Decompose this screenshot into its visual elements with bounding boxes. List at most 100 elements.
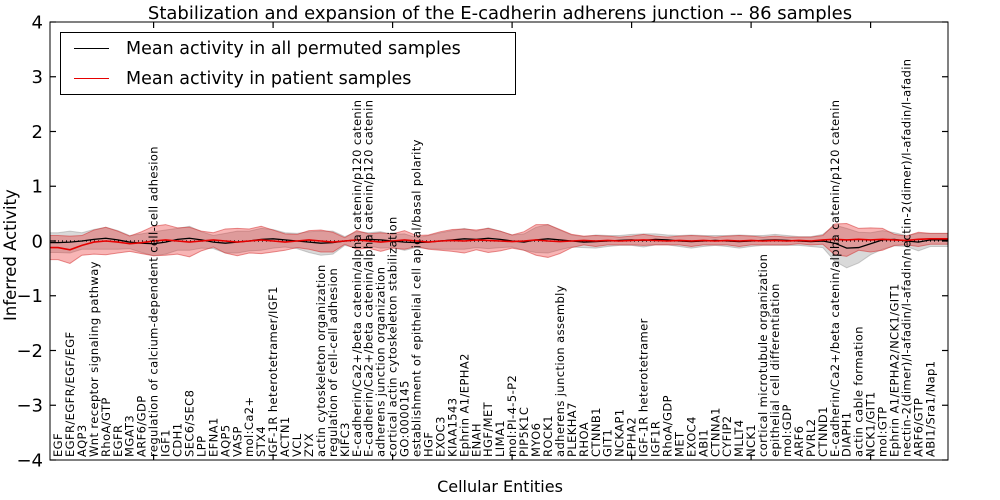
band-upper-edge <box>50 222 948 239</box>
x-tick-label: KIFC3 <box>338 422 352 457</box>
x-tick-label: nectin-2(dimer)/l-afadin/l-afadin/nectin… <box>899 59 913 458</box>
confidence-band <box>50 223 948 264</box>
x-tick-label: EPHA2 <box>625 417 639 457</box>
x-tick-label: STX4 <box>254 426 268 457</box>
y-tick-label: 3 <box>32 67 43 88</box>
legend-label-permuted: Mean activity in all permuted samples <box>126 38 461 59</box>
y-tick-label: −2 <box>16 341 43 362</box>
x-tick-label: AQP5 <box>218 424 232 457</box>
x-tick-label: EGF <box>51 433 65 457</box>
x-tick-label: IGF-1R heterotetramer/IGF1 <box>266 286 280 457</box>
x-tick-label: PLEKHA7 <box>565 402 579 457</box>
x-tick-label: GO:0000145 <box>398 380 412 457</box>
x-tick-label: actin cable formation <box>852 326 866 457</box>
x-tick-label: IGF1 <box>159 429 173 457</box>
y-tick-label: −3 <box>16 396 43 417</box>
y-tick-label: 2 <box>32 122 43 143</box>
x-tick-label: GIT1 <box>601 429 615 457</box>
legend-label-patient: Mean activity in patient samples <box>126 68 412 89</box>
legend: Mean activity in all permuted samples Me… <box>60 32 516 95</box>
x-tick-label: E-cadherin/Ca2+/beta catenin/alpha caten… <box>828 100 842 457</box>
x-tick-label: CTNNB1 <box>589 407 603 457</box>
x-tick-label: CTNNA1 <box>708 407 722 457</box>
x-tick-label: NCK1/GIT1 <box>864 391 878 457</box>
y-tick-label: 1 <box>32 177 43 198</box>
x-tick-label: KIAA1543 <box>445 398 459 457</box>
x-tick-label: ABI1/Sra1/Nap1 <box>923 361 937 457</box>
x-tick-label: IGF-1R heterotetramer <box>637 318 651 457</box>
x-tick-label: E-cadherin/Ca2+/beta catenin/alpha caten… <box>362 100 376 457</box>
x-tick-label: adherens junction assembly <box>553 285 567 457</box>
x-tick-label: PIP5K1C <box>517 407 531 457</box>
x-tick-label: ACTN1 <box>278 416 292 457</box>
x-tick-label: ROCK1 <box>541 415 555 457</box>
x-tick-label: DIAPH1 <box>840 412 854 457</box>
x-tick-label: VCL <box>290 433 304 457</box>
x-tick-label: EXOC4 <box>684 416 698 457</box>
x-tick-label: CTNND1 <box>816 406 830 457</box>
x-tick-label: RHOA <box>577 422 591 457</box>
x-tick-label: NCK1 <box>744 424 758 457</box>
band-lower-edge <box>50 243 948 264</box>
x-tick-label: RhoA/GTP <box>99 397 113 457</box>
x-tick-label: AQP3 <box>75 424 89 457</box>
x-tick-label: Ephrin A1/EPHA2 <box>457 353 471 457</box>
legend-row-permuted: Mean activity in all permuted samples <box>61 34 515 63</box>
confidence-band <box>50 224 948 268</box>
band-lower-edge <box>50 244 948 269</box>
y-tick-label: 0 <box>32 231 43 252</box>
x-tick-label: mol:PI-4-5-P2 <box>505 375 519 457</box>
patient-mean-line <box>50 238 948 251</box>
x-tick-label: EGFR <box>111 425 125 457</box>
x-tick-label: ARF6/GTP <box>911 398 925 457</box>
x-tick-label: ENAH <box>469 423 483 457</box>
x-tick-label: Ephrin A1/EPHA2/NCK1/GIT1 <box>888 283 902 457</box>
x-tick-label: ARF6 <box>792 426 806 457</box>
patient-line-swatch <box>74 78 109 79</box>
x-tick-label: PVRL2 <box>804 418 818 457</box>
x-tick-label: ABI1 <box>696 429 710 457</box>
x-axis-label: Cellular Entities <box>437 477 563 496</box>
x-tick-label: LIMA1 <box>493 420 507 457</box>
y-axis-label: Inferred Activity <box>1 189 20 322</box>
x-tick-label: MYO6 <box>529 423 543 457</box>
x-tick-label: adherens junction organization <box>374 267 388 457</box>
x-tick-label: EXOC3 <box>433 416 447 457</box>
x-tick-label: Wnt receptor signaling pathway <box>87 261 101 457</box>
x-tick-label: regulation of cell-cell adhesion <box>326 268 340 457</box>
x-tick-label: mol:GTP <box>876 406 890 457</box>
x-tick-label: SEC6/SEC8 <box>182 390 196 457</box>
x-tick-label: VASP <box>230 426 244 457</box>
x-tick-label: CDH1 <box>171 423 185 457</box>
x-tick-label: epithelial cell differentiation <box>768 283 782 457</box>
x-tick-label: cortical microtubule organization <box>756 254 770 457</box>
x-tick-label: mol:Ca2+ <box>242 396 256 457</box>
x-tick-label: ARF6/GDP <box>135 395 149 457</box>
y-tick-label: −1 <box>16 286 43 307</box>
x-tick-label: E-cadherin/Ca2+/beta catenin/alpha caten… <box>350 100 364 457</box>
chart-title: Stabilization and expansion of the E-cad… <box>147 3 853 24</box>
x-tick-label: ZYX <box>302 433 316 457</box>
x-tick-label: LPP <box>194 436 208 457</box>
permuted-line-swatch <box>74 48 109 49</box>
x-tick-label: IGF1R <box>649 421 663 457</box>
x-tick-label: EFNA1 <box>206 417 220 457</box>
x-tick-label: mol:GDP <box>780 404 794 457</box>
x-tick-label: RhoA/GDP <box>660 395 674 457</box>
x-tick-label: cortical actin cytoskeleton stabilizatio… <box>386 216 400 457</box>
x-tick-label: MLLT4 <box>732 420 746 458</box>
x-tick-label: NCKAP1 <box>613 409 627 458</box>
x-tick-label: CYFIP2 <box>720 415 734 457</box>
x-tick-label: actin cytoskeleton organization <box>314 264 328 457</box>
x-tick-label: MET <box>672 431 686 457</box>
x-tick-label: establishment of epithelial cell apical/… <box>410 139 424 457</box>
x-tick-label: MGAT3 <box>123 415 137 457</box>
x-tick-label: HGF <box>421 432 435 457</box>
y-tick-label: −4 <box>16 450 43 471</box>
x-tick-label: HGF/MET <box>481 401 495 457</box>
y-tick-label: 4 <box>32 12 43 33</box>
x-tick-label: regulation of calcium-dependent cell-cel… <box>147 146 161 457</box>
x-tick-label: EGFR/EGFR/EGF/EGF <box>63 331 77 457</box>
